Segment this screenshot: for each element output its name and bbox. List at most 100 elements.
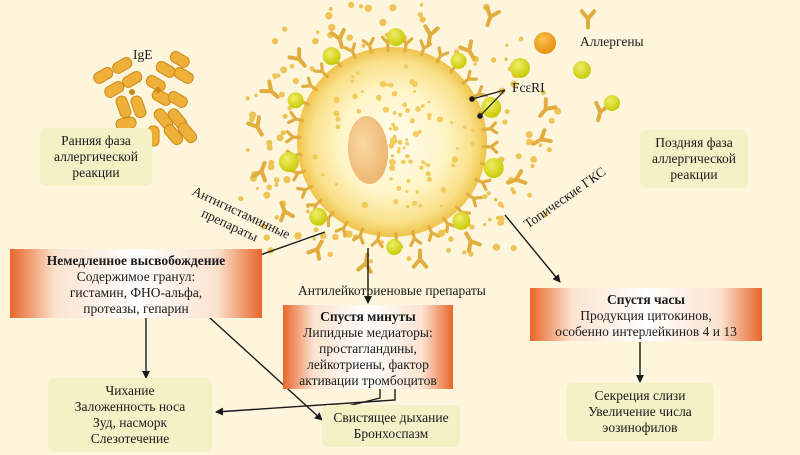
antibody: [458, 228, 482, 253]
granule: [320, 234, 325, 239]
granule: [312, 237, 317, 241]
ige-label: IgE: [133, 47, 153, 62]
granule: [309, 66, 315, 72]
granule: [334, 182, 339, 186]
granule: [396, 185, 402, 191]
granule: [348, 1, 355, 8]
fceri-label: FcεRI: [512, 80, 545, 95]
early-phase-box: Ранняя фаза аллергической реакции: [40, 128, 152, 186]
granule: [292, 77, 299, 85]
granule: [332, 233, 339, 241]
granule: [421, 160, 426, 165]
granule: [409, 118, 415, 124]
allergen-orb: [452, 211, 471, 230]
bound-allergens: [278, 28, 504, 255]
granule: [468, 251, 474, 257]
granule: [426, 176, 432, 182]
granule: [498, 215, 505, 223]
granule: [328, 6, 333, 12]
antibody: [306, 236, 330, 261]
antibody: [479, 5, 501, 30]
granule: [263, 234, 270, 241]
granule: [351, 75, 355, 79]
granule: [356, 108, 362, 114]
late-phase-box: Поздняя фаза аллергической реакции: [640, 130, 748, 188]
granule: [402, 146, 406, 150]
granule: [391, 122, 396, 127]
granule: [450, 121, 454, 125]
granule: [418, 203, 423, 208]
granule: [263, 191, 271, 199]
granule: [415, 190, 420, 194]
antibody: [579, 9, 597, 30]
granule: [271, 38, 279, 45]
granule: [389, 164, 396, 171]
granule: [249, 111, 257, 119]
immediate-release-title: Немедленное высвобождение: [46, 253, 226, 268]
granule: [313, 227, 319, 233]
granule: [518, 36, 524, 42]
allergen-orb: [573, 61, 591, 79]
granule: [527, 192, 532, 198]
granule: [511, 190, 517, 195]
minutes-box: Спустя минуты Липидные медиаторы: проста…: [283, 305, 453, 389]
granule: [389, 4, 397, 12]
allergen-orb: [386, 28, 405, 47]
granule: [406, 256, 412, 262]
allergen-orb: [604, 95, 620, 111]
granule: [419, 165, 424, 170]
granule: [554, 107, 562, 115]
granule: [405, 141, 409, 146]
granule: [282, 113, 288, 119]
granule: [505, 43, 509, 47]
arrow-cell-to-hours: [504, 214, 561, 283]
granule: [413, 89, 416, 93]
granule: [254, 93, 258, 98]
granule: [515, 153, 522, 160]
granule: [283, 176, 291, 184]
granule: [409, 79, 416, 85]
granule: [530, 163, 535, 169]
granule: [327, 251, 333, 258]
allergen-orb: [450, 52, 467, 69]
granule: [462, 125, 467, 130]
granule: [490, 57, 497, 63]
granule: [451, 156, 459, 163]
granule: [316, 30, 320, 35]
antibody: [329, 27, 350, 51]
granule: [486, 191, 491, 196]
granule: [415, 106, 421, 112]
granule: [488, 217, 492, 222]
granule: [530, 156, 537, 163]
granule: [312, 154, 318, 160]
granule: [389, 127, 393, 131]
granule: [510, 245, 517, 252]
granule: [417, 129, 422, 135]
granule: [548, 117, 555, 124]
granule: [274, 182, 279, 187]
late-phase-label: Поздняя фаза аллергической реакции: [651, 135, 737, 182]
granule: [451, 163, 455, 168]
granule: [411, 200, 418, 207]
granule: [361, 90, 364, 93]
granule: [238, 196, 244, 202]
granule: [542, 211, 548, 218]
granule: [406, 178, 411, 184]
granule: [398, 112, 403, 117]
minutes-title: Спустя минуты: [320, 309, 416, 324]
granule: [273, 177, 280, 183]
granule: [390, 154, 395, 158]
granule: [266, 184, 273, 191]
granule: [525, 131, 533, 138]
granule: [352, 93, 358, 100]
granule: [412, 131, 419, 138]
granule: [436, 116, 443, 123]
granule: [325, 12, 333, 20]
granule: [470, 141, 476, 147]
arrow-minutes-to-nose: [215, 388, 396, 416]
granule: [391, 160, 397, 165]
allergen-orb: [510, 58, 530, 78]
arrow-immediate-to-lung: [209, 317, 323, 421]
granule: [397, 139, 403, 145]
granule: [397, 147, 401, 151]
